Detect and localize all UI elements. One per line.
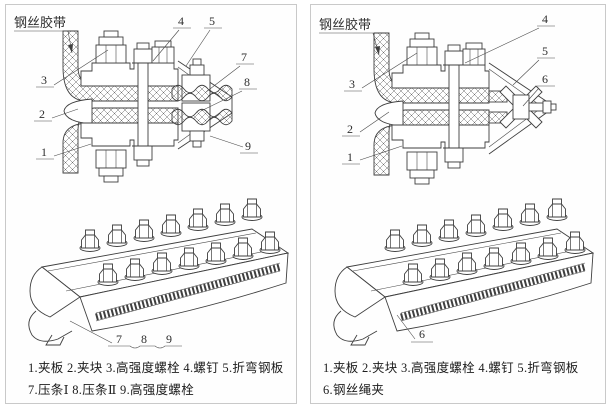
callout-6: 6 [542,72,548,86]
iso-foot [350,334,370,346]
parts-list-line-2: 6.钢丝绳夹 [323,383,385,397]
callout-4: 4 [178,14,184,28]
iso-callout-9: 9 [166,332,172,346]
iso-foot [45,334,65,346]
iso-hook-edge [28,310,73,342]
leader-arrow [375,46,380,55]
upper-clamp-plate [391,64,490,89]
small-bolt-bottom [189,130,205,148]
screw [151,40,175,64]
parts-list-line-2: 7.压条Ⅰ 8.压条Ⅱ 9.高强度螺栓 [28,383,195,397]
belt-material-label: 钢丝胶带 [14,15,66,30]
parts-list-line-1: 1.夹板 2.夹块 3.高强度螺栓 4.螺钉 5.折弯钢板 [28,361,284,375]
iso-callout-8: 8 [141,332,147,346]
callout-5: 5 [542,44,548,58]
upper-clamp-plate [80,62,179,87]
section-callouts: 3 2 1 4 5 7 8 9 [34,14,258,160]
iso-left-cap [334,266,386,318]
high-strength-bolt-bottom [406,151,438,185]
clamp-wedge-block [374,100,404,127]
clamp-plate-isometric-view: 7 8 9 [28,198,290,349]
callout-2: 2 [39,107,45,121]
wire-rope-clamp [499,85,557,129]
center-stud [443,44,465,169]
callout-2: 2 [347,122,353,136]
high-strength-bolt-bottom [95,149,127,183]
small-bolt-top [189,58,205,76]
right-figure-panel: 钢丝胶带 3 2 1 4 5 6 [310,4,606,404]
left-figure-panel: 钢丝胶带 3 2 1 4 5 7 8 [5,4,297,404]
parts-list-line-1: 1.夹板 2.夹块 3.高强度螺栓 4.螺钉 5.折弯钢板 [323,361,579,375]
center-stud [132,42,154,167]
belt-material-label: 钢丝胶带 [319,17,371,32]
iso-hook-edge [333,310,378,342]
belt-splice-cross-section: 钢丝胶带 3 2 1 4 5 6 [319,12,557,185]
iso-callout-7: 7 [116,332,122,346]
belt-end-wavy-upper [171,84,233,102]
screw [462,42,486,66]
lower-clamp-plate [80,122,179,147]
left-figure-drawing: 钢丝胶带 3 2 1 4 5 7 8 [14,14,290,349]
clamp-wedge-block [63,98,93,125]
folded-steel-plate [488,62,550,155]
leader-arrow [68,44,73,53]
callout-7: 7 [241,50,247,64]
iso-left-cap [29,266,81,318]
right-figure-drawing: 钢丝胶带 3 2 1 4 5 6 [319,12,595,346]
callout-9: 9 [245,139,251,153]
belt-splice-cross-section: 钢丝胶带 3 2 1 4 5 7 8 [14,14,258,183]
callout-8: 8 [244,75,250,89]
iso-callout-6: 6 [419,327,425,341]
callout-4: 4 [542,12,548,26]
lower-clamp-plate [391,124,490,149]
callout-5: 5 [209,14,215,28]
section-callouts: 3 2 1 4 5 6 [342,12,555,165]
iso-callouts: 7 8 9 [69,320,182,349]
callout-3: 3 [349,77,355,91]
callout-1: 1 [347,150,353,164]
iso-callouts: 6 [396,314,433,343]
callout-3: 3 [41,73,47,87]
belt-end-wavy-lower [171,108,233,126]
high-strength-bolt-top [406,32,438,66]
clamp-plate-isometric-view: 6 [333,198,595,346]
high-strength-bolt-top [95,30,127,64]
callout-1: 1 [41,145,47,159]
